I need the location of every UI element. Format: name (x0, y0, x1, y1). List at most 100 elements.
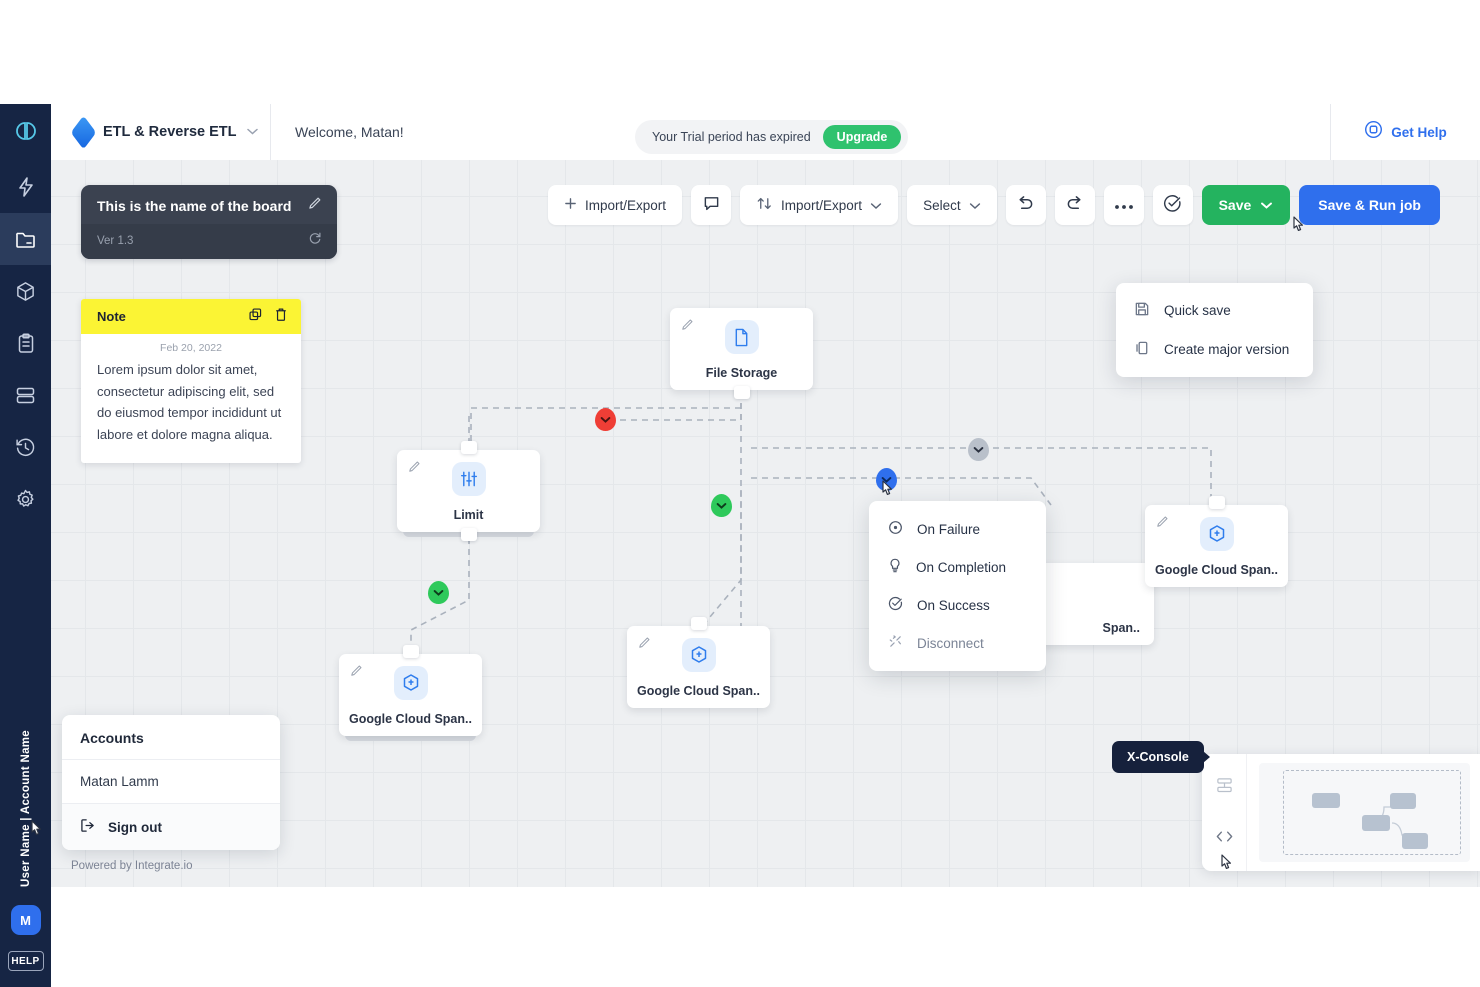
edit-pencil-icon[interactable] (681, 318, 694, 336)
edge-badge-on-success-2[interactable] (428, 581, 449, 604)
minimap-frame (1283, 770, 1461, 855)
redo-button[interactable] (1054, 185, 1095, 225)
node-google-cloud-spanner-2[interactable]: Google Cloud Span.. (627, 617, 770, 708)
sidebar-item-jobs[interactable] (0, 317, 51, 369)
sidebar-item-clusters[interactable] (0, 369, 51, 421)
target-circle-icon (888, 520, 903, 538)
menu-item-create-major-version[interactable]: Create major version (1116, 330, 1313, 369)
disconnect-label: Disconnect (917, 635, 984, 651)
sidebar-item-packages[interactable] (0, 213, 51, 265)
node-label: Google Cloud Span.. (637, 684, 760, 698)
edit-pencil-icon[interactable] (638, 636, 651, 654)
integrate-diamond-icon (70, 115, 97, 149)
import-export-button[interactable]: Import/Export (740, 185, 899, 225)
node-port-bottom[interactable] (733, 386, 750, 399)
integrate-logo-icon[interactable] (11, 120, 41, 147)
add-component-button[interactable]: Import/Export (548, 185, 683, 225)
edge-badge-selected[interactable] (876, 468, 897, 491)
refresh-version-icon[interactable] (308, 231, 322, 250)
menu-item-on-failure[interactable]: On Failure (869, 510, 1046, 548)
node-port-top[interactable] (690, 617, 707, 630)
on-success-label: On Success (917, 597, 990, 613)
minimap-viewport[interactable] (1259, 763, 1470, 862)
node-google-cloud-spanner-3[interactable]: Google Cloud Span.. (1145, 496, 1288, 587)
brand-name: ETL & Reverse ETL (103, 124, 237, 140)
undo-button[interactable] (1005, 185, 1046, 225)
menu-item-quick-save[interactable]: Quick save (1116, 291, 1313, 330)
accounts-popup: Accounts Matan Lamm Sign out (62, 715, 280, 850)
menu-item-disconnect[interactable]: Disconnect (869, 624, 1046, 662)
avatar[interactable]: M (10, 905, 41, 935)
save-button[interactable]: Save (1201, 185, 1291, 225)
sidebar-user-label: User Name | Account Name (19, 730, 32, 887)
minimap-panel[interactable] (1202, 754, 1480, 871)
node-google-cloud-spanner-1[interactable]: Google Cloud Span.. (339, 645, 482, 736)
trash-icon[interactable] (274, 307, 288, 327)
spanner-hexagon-icon (393, 666, 428, 700)
select-button[interactable]: Select (907, 185, 997, 225)
menu-item-on-completion[interactable]: On Completion (869, 548, 1046, 586)
workflow-canvas[interactable]: This is the name of the board Ver 1.3 (51, 160, 1480, 887)
minimap-edges (1375, 806, 1414, 836)
node-spanner-1-shadow (345, 734, 476, 741)
undo-icon (1016, 195, 1035, 215)
history-clock-icon (15, 437, 36, 458)
edge-badge-on-completion[interactable] (968, 438, 989, 461)
create-major-version-label: Create major version (1164, 342, 1290, 357)
node-port-top[interactable] (460, 441, 477, 454)
sidebar-item-settings[interactable] (0, 473, 51, 525)
sidebar-item-connections[interactable] (0, 265, 51, 317)
node-port-top[interactable] (402, 645, 419, 658)
note-card[interactable]: Note Feb 20, (81, 299, 301, 464)
copy-icon[interactable] (248, 307, 263, 327)
get-help-button[interactable]: Get Help (1330, 104, 1480, 160)
copy-version-icon (1134, 340, 1150, 359)
layout-toggle-icon[interactable] (1216, 777, 1233, 799)
on-completion-label: On Completion (916, 559, 1007, 575)
bulb-icon (888, 558, 902, 576)
help-button[interactable]: HELP (7, 951, 44, 971)
edit-pencil-icon[interactable] (1156, 515, 1169, 533)
node-limit[interactable]: Limit (397, 441, 540, 541)
connection-context-menu: On Failure On Completion On Success (869, 501, 1046, 671)
check-circle-icon (888, 596, 903, 614)
edge-badge-on-success-1[interactable] (711, 494, 732, 517)
validate-button[interactable] (1152, 185, 1193, 225)
spanner-hexagon-icon (681, 638, 716, 672)
transfer-arrows-icon (756, 196, 773, 214)
accounts-title: Accounts (62, 715, 280, 760)
canvas-toolbar: Import/Export Import/Export (548, 185, 1440, 225)
sign-out-button[interactable]: Sign out (62, 804, 280, 850)
upgrade-button[interactable]: Upgrade (822, 125, 902, 149)
chevron-down-icon (1260, 197, 1273, 213)
node-file-storage[interactable]: File Storage (670, 308, 813, 399)
code-brackets-icon[interactable] (1215, 829, 1234, 849)
edit-pencil-icon[interactable] (308, 196, 322, 215)
board-title-card[interactable]: This is the name of the board Ver 1.3 (81, 185, 337, 259)
logout-icon (80, 818, 96, 836)
more-dots-icon (1114, 198, 1134, 213)
get-help-label: Get Help (1391, 124, 1447, 140)
node-port-bottom[interactable] (460, 528, 477, 541)
edit-pencil-icon[interactable] (408, 460, 421, 478)
sidebar-item-history[interactable] (0, 421, 51, 473)
node-label: Limit (453, 508, 484, 522)
sidebar-item-lightning[interactable] (0, 161, 51, 213)
lightning-bolt-icon (16, 176, 36, 198)
redo-icon (1065, 195, 1084, 215)
edit-pencil-icon[interactable] (350, 664, 363, 682)
menu-item-on-success[interactable]: On Success (869, 586, 1046, 624)
account-item[interactable]: Matan Lamm (62, 760, 280, 804)
edge-badge-on-failure[interactable] (595, 408, 616, 431)
left-sidebar: User Name | Account Name M HELP (0, 104, 51, 987)
comment-button[interactable] (691, 185, 732, 225)
chevron-down-icon (246, 123, 259, 141)
plus-icon (564, 197, 577, 213)
save-and-run-button[interactable]: Save & Run job (1299, 185, 1440, 225)
top-header: ETL & Reverse ETL Welcome, Matan! Your T… (51, 104, 1480, 160)
more-options-button[interactable] (1103, 185, 1144, 225)
node-port-top[interactable] (1208, 496, 1225, 509)
note-header: Note (81, 299, 301, 334)
brand-selector[interactable]: ETL & Reverse ETL (51, 104, 271, 160)
